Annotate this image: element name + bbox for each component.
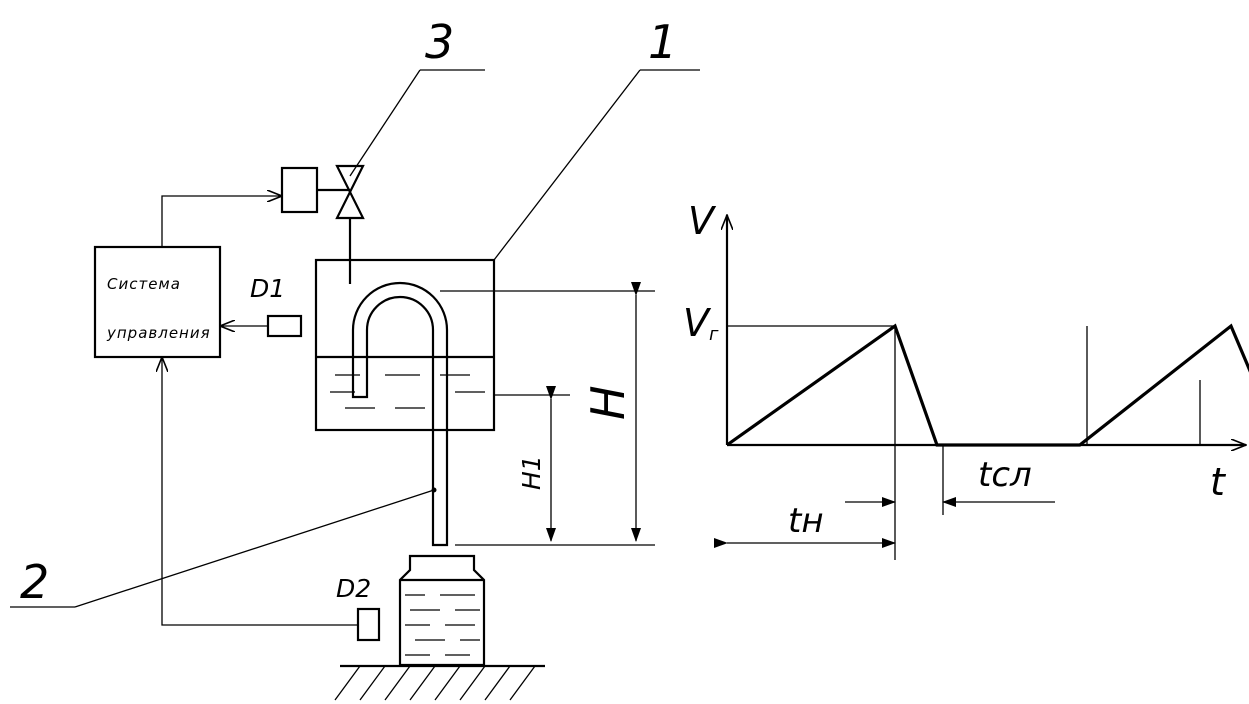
ground: [334, 664, 545, 701]
callout-2-label: 2: [20, 555, 49, 609]
signal-line-to-actuator: [161, 196, 282, 247]
volume-time-chart: V t Vг tн tсл: [683, 199, 1249, 560]
y-mark-label: Vг: [683, 301, 719, 345]
dimension-lines: H H1: [440, 282, 655, 546]
sensor-d1-label: D1: [250, 274, 285, 303]
control-system-label-line2: управления: [106, 324, 211, 342]
drain-interval-label: tсл: [978, 455, 1032, 495]
callout-2: 2: [10, 487, 437, 609]
callout-3: 3: [349, 15, 485, 177]
callout-1-label: 1: [648, 15, 677, 69]
height-H-label: H: [581, 385, 635, 420]
control-system-block: Система управления: [93, 245, 222, 359]
height-H1-label: H1: [517, 455, 546, 490]
volume-sawtooth-series: [726, 323, 1249, 447]
fill-interval-label: tн: [788, 501, 824, 541]
tank: [314, 258, 496, 432]
inlet-valve: [335, 164, 365, 260]
sensor-d1: D1: [220, 274, 303, 338]
sensor-d2-label: D2: [336, 574, 371, 603]
y-axis-label: V: [688, 199, 717, 243]
control-system-label-line1: Система: [107, 275, 181, 293]
x-axis-label: t: [1210, 460, 1227, 504]
sensor-d2: D2: [162, 357, 381, 642]
receiving-vessel: [398, 554, 486, 667]
callout-3-label: 3: [425, 15, 454, 69]
valve-actuator: [280, 166, 319, 214]
siphon-tube: [351, 281, 449, 547]
callout-1: 1: [493, 15, 700, 261]
